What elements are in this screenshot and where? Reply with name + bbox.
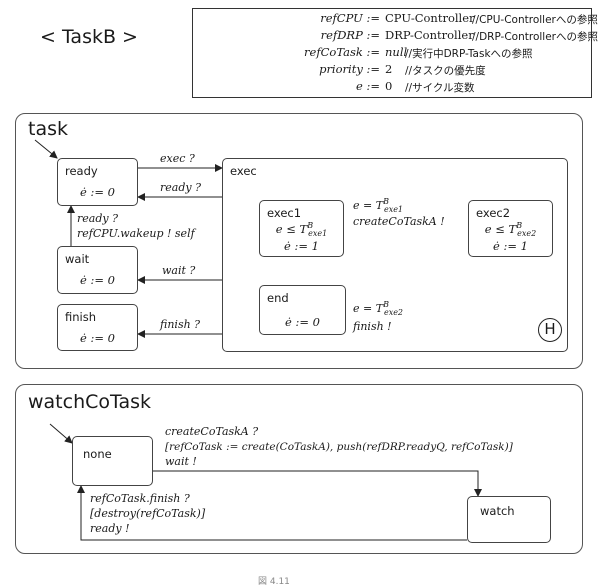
var-e-comment: //サイクル変数 xyxy=(405,82,475,94)
figure-caption: 図 4.11 xyxy=(258,577,290,587)
state-ready-name: ready xyxy=(65,164,98,178)
state-watch-name: watch xyxy=(480,504,515,518)
transition-watch-none xyxy=(77,485,467,541)
var-refcpu-comment: //CPU-Controllerへの参照 xyxy=(472,14,598,26)
variable-declarations: refCPU := CPU-Controller //CPU-Controlle… xyxy=(192,8,598,98)
label-exec2-action: finish ! xyxy=(353,320,392,333)
var-refcpu-name: refCPU := xyxy=(320,11,380,25)
state-end-action: ė := 0 xyxy=(285,315,320,329)
task-region xyxy=(15,113,583,369)
state-ready-action: ė := 0 xyxy=(80,185,115,199)
state-end[interactable]: end ė := 0 xyxy=(259,285,346,335)
var-e-value: 0 xyxy=(385,79,393,93)
label-exec1-guard: e = TBexe1 xyxy=(353,197,404,214)
var-refcpu-value: CPU-Controller xyxy=(385,11,475,25)
state-exec2-invariant: e ≤ TBexe2 xyxy=(484,221,537,238)
transition-none-watch xyxy=(153,470,482,497)
watchcotask-region xyxy=(15,384,583,554)
state-exec1[interactable]: exec1 e ≤ TBexe1 ė := 1 xyxy=(259,200,344,257)
var-priority-comment: //タスクの優先度 xyxy=(405,65,486,77)
diagram-title: < TaskB > xyxy=(40,26,138,48)
state-none-name: none xyxy=(83,447,112,461)
label-exec2-guard: e = TBexe2 xyxy=(353,300,404,317)
label-none-watch-1: createCoTaskA ? xyxy=(165,425,259,438)
var-refdrp-name: refDRP := xyxy=(320,28,380,42)
state-wait-action: ė := 0 xyxy=(80,273,115,287)
var-priority-name: priority := xyxy=(319,62,380,76)
var-priority-value: 2 xyxy=(385,62,393,76)
var-refcotask-comment: //実行中DRP-Taskへの参照 xyxy=(405,48,533,60)
state-watch[interactable]: watch xyxy=(467,496,551,543)
state-exec1-invariant: e ≤ TBexe1 xyxy=(275,221,328,238)
var-refcotask-value: null xyxy=(385,45,408,59)
state-finish-action: ė := 0 xyxy=(80,331,115,345)
label-finish-in: finish ? xyxy=(160,318,201,331)
label-ready-in: ready ? xyxy=(160,181,201,194)
label-watch-none-2: [destroy(refCoTask)] xyxy=(90,507,206,520)
var-refdrp-value: DRP-Controller xyxy=(385,28,474,42)
state-none[interactable]: none xyxy=(72,436,153,486)
state-wait-name: wait xyxy=(65,252,90,266)
state-exec-name: exec xyxy=(230,164,257,178)
state-end-name: end xyxy=(267,291,289,305)
var-refcotask-name: refCoTask := xyxy=(304,45,380,59)
state-finish-name: finish xyxy=(65,310,97,324)
label-none-watch-3: wait ! xyxy=(165,455,197,468)
label-none-watch-2: [refCoTask := create(CoTaskA), push(refD… xyxy=(165,441,513,453)
label-watch-none-3: ready ! xyxy=(90,522,130,535)
state-exec2[interactable]: exec2 e ≤ TBexe2 ė := 1 xyxy=(468,200,553,257)
watchcotask-region-label: watchCoTask xyxy=(28,391,152,413)
state-exec2-rate: ė := 1 xyxy=(493,239,528,253)
label-wake-1: ready ? xyxy=(77,212,118,225)
state-exec2-name: exec2 xyxy=(476,206,511,220)
label-wait-in: wait ? xyxy=(162,264,196,277)
label-exec-in: exec ? xyxy=(160,152,195,165)
state-exec1-rate: ė := 1 xyxy=(284,239,319,253)
state-finish[interactable]: finish ė := 0 xyxy=(57,304,138,351)
label-wake-2: refCPU.wakeup ! self xyxy=(77,227,195,240)
state-ready[interactable]: ready ė := 0 xyxy=(57,158,138,206)
var-e-name: e := xyxy=(356,79,380,93)
initial-arrow-ready xyxy=(34,139,58,159)
task-region-label: task xyxy=(28,118,68,140)
state-wait[interactable]: wait ė := 0 xyxy=(57,246,138,294)
label-exec1-action: createCoTaskA ! xyxy=(353,215,445,228)
label-watch-none-1: refCoTask.finish ? xyxy=(90,492,190,505)
var-refdrp-comment: //DRP-Controllerへの参照 xyxy=(472,31,598,43)
history-pseudostate: H xyxy=(538,318,562,342)
initial-arrow-none xyxy=(49,423,73,444)
state-exec1-name: exec1 xyxy=(267,206,302,220)
